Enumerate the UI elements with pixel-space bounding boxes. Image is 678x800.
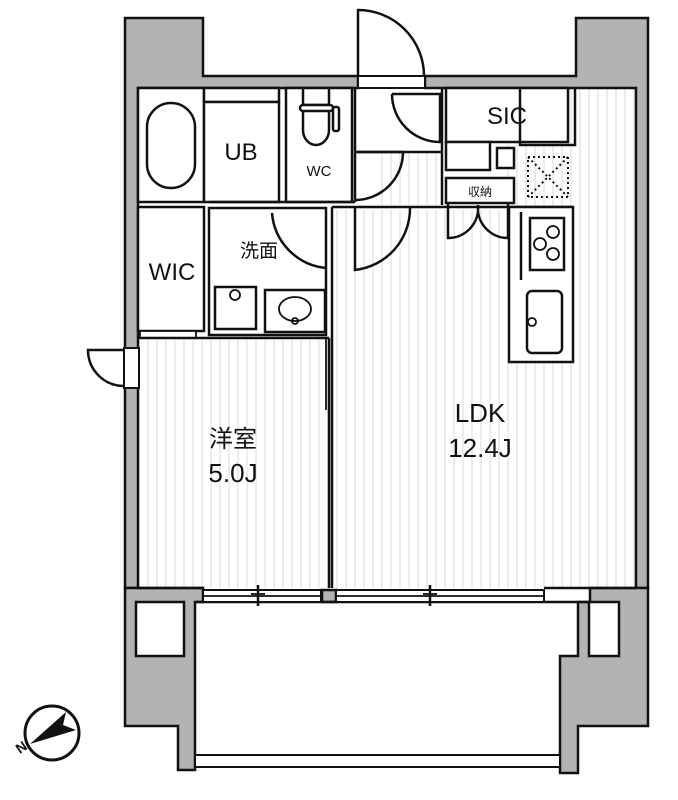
washer-pan-icon: [213, 285, 258, 331]
ldk-size: 12.4J: [448, 433, 512, 463]
kitchen-counter: [332, 205, 575, 364]
bath-area: [136, 86, 281, 204]
sink-icon: [525, 289, 564, 355]
side-door-swing: [86, 348, 125, 388]
storage-label: 収納: [468, 185, 492, 199]
door-swing-hall[interactable]: [390, 92, 442, 144]
western-room-size: 5.0J: [208, 458, 257, 488]
bathtub-icon: [145, 101, 197, 190]
ldk-door-swing[interactable]: [353, 206, 412, 272]
sic-area: [444, 86, 570, 144]
wc-label: WC: [307, 163, 332, 180]
western-room-label: 洋室: [209, 425, 257, 453]
right-pier-box: [587, 600, 621, 658]
left-pier-box: [134, 600, 186, 658]
stove-icon: [528, 216, 566, 272]
ldk-floor: [332, 210, 636, 588]
door-swing-wc[interactable]: [354, 150, 405, 202]
wc-area: [284, 86, 354, 204]
western-room-floor: [138, 340, 328, 588]
washroom-door-swing: [270, 212, 327, 270]
wic-area: [136, 205, 206, 333]
entry-hall: [353, 88, 444, 205]
fridge-space-icon: [527, 156, 569, 198]
storage-double-door[interactable]: [446, 203, 510, 240]
window-right[interactable]: [335, 585, 545, 606]
toilet-icon: [301, 111, 331, 147]
storage-area: [444, 176, 516, 205]
balcony-rail: [194, 754, 561, 768]
entry-floor: [378, 150, 440, 205]
entrance-door-swing[interactable]: [356, 8, 426, 77]
washroom-area: [207, 200, 355, 337]
window-left[interactable]: [202, 585, 322, 606]
wic-label: WIC: [149, 259, 196, 286]
washroom-label: 洗面: [240, 240, 278, 262]
ub-label: UB: [224, 139, 257, 166]
ldk-label: LDK: [455, 398, 506, 428]
north-arrow-icon: [23, 704, 81, 762]
